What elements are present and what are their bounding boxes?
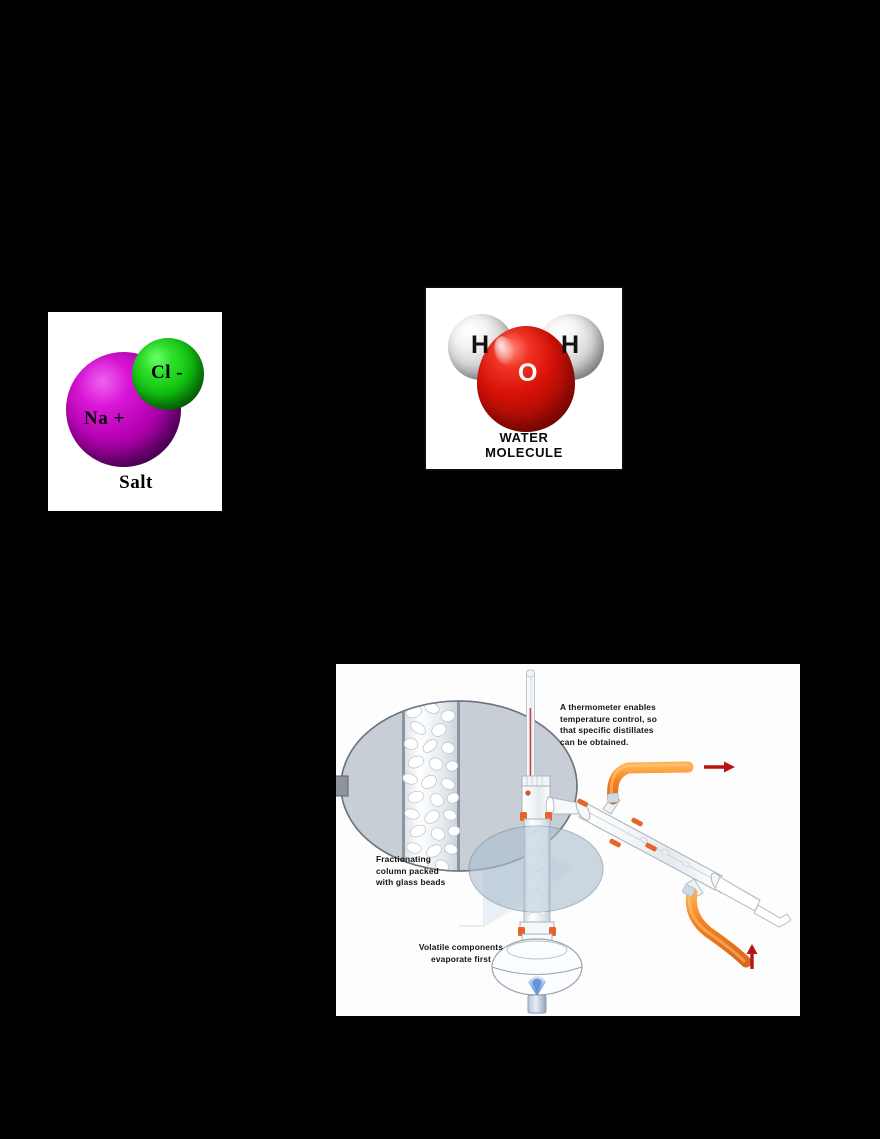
- salt-molecule-figure: Na + Cl - Salt: [47, 311, 223, 512]
- sodium-atom-label: Na +: [84, 408, 125, 429]
- thermometer: [526, 669, 535, 780]
- chlorine-atom-sphere: [132, 338, 204, 410]
- oxygen-atom-sphere: [477, 326, 575, 432]
- fractionating-column: [468, 818, 604, 936]
- bunsen-burner: [527, 976, 547, 1014]
- thermometer-annotation: A thermometer enables temperature contro…: [560, 702, 657, 747]
- flow-arrow-out: [704, 761, 735, 773]
- fractionating-column-annotation: Fractionating column packed with glass b…: [376, 854, 446, 888]
- fractional-distillation-figure: A thermometer enables temperature contro…: [336, 664, 800, 1016]
- chlorine-atom-label: Cl -: [151, 362, 184, 383]
- magnifier-inset: [336, 700, 578, 872]
- salt-molecule-stage: Na + Cl - Salt: [48, 312, 222, 511]
- volatile-components-annotation: Volatile components evaporate first: [418, 942, 504, 964]
- column-magnifier: [468, 825, 604, 913]
- receiving-adapter: [714, 876, 792, 928]
- oxygen-atom-label: O: [518, 359, 538, 387]
- water-caption-line-2: MOLECULE: [485, 445, 563, 461]
- hydrogen-atom-right-label: H: [561, 331, 580, 359]
- hydrogen-atom-left-label: H: [471, 331, 490, 359]
- water-molecule-stage: H H O WATER MOLECULE: [426, 288, 622, 469]
- distillation-apparatus-drawing: [336, 664, 800, 1016]
- water-outlet-tubing: [606, 761, 735, 805]
- flow-arrow-in: [746, 944, 758, 969]
- water-caption: WATER MOLECULE: [426, 430, 622, 461]
- water-molecule-figure: H H O WATER MOLECULE: [424, 286, 624, 471]
- salt-caption: Salt: [119, 472, 153, 493]
- water-inlet-tubing: [682, 884, 758, 969]
- water-caption-line-1: WATER: [499, 430, 549, 445]
